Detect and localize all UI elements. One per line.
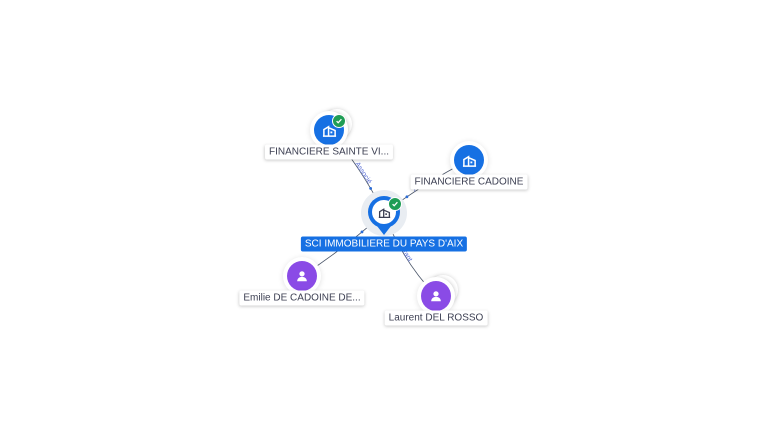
node-label-financiere-sainte-vi[interactable]: FINANCIERE SAINTE VI... [264, 144, 394, 160]
central-node-pin[interactable] [368, 196, 400, 228]
node-circle [287, 261, 317, 291]
edge-arrow-financiere-sainte-vi [369, 187, 373, 190]
node-label-financiere-cadoine[interactable]: FINANCIERE CADOINE [410, 174, 528, 190]
edge-arrow-financiere-cadoine [405, 195, 409, 199]
node-label-emilie-de-cadoine[interactable]: Emilie DE CADOINE DE... [239, 290, 365, 306]
person-icon [297, 271, 307, 282]
node-circle [454, 145, 484, 175]
edge-arrow-emilie-de-cadoine [360, 230, 364, 234]
node-label-laurent-del-rosso[interactable]: Laurent DEL ROSSO [384, 310, 488, 326]
node-financiere-cadoine[interactable] [454, 145, 484, 175]
node-emilie-de-cadoine[interactable] [287, 261, 317, 291]
verified-check-icon [388, 197, 402, 211]
person-icon [431, 291, 441, 302]
node-circle [421, 281, 451, 311]
central-node-pin-tip [377, 226, 391, 235]
central-node-label[interactable]: SCI IMMOBILIERE DU PAYS D'AIX [300, 236, 468, 252]
building-icon [378, 207, 390, 218]
building-icon [322, 124, 336, 137]
verified-check-icon [332, 114, 346, 128]
building-icon [462, 154, 476, 167]
edge-label-financiere-sainte-vi: Associé [353, 161, 372, 185]
node-laurent-del-rosso[interactable] [421, 281, 451, 311]
